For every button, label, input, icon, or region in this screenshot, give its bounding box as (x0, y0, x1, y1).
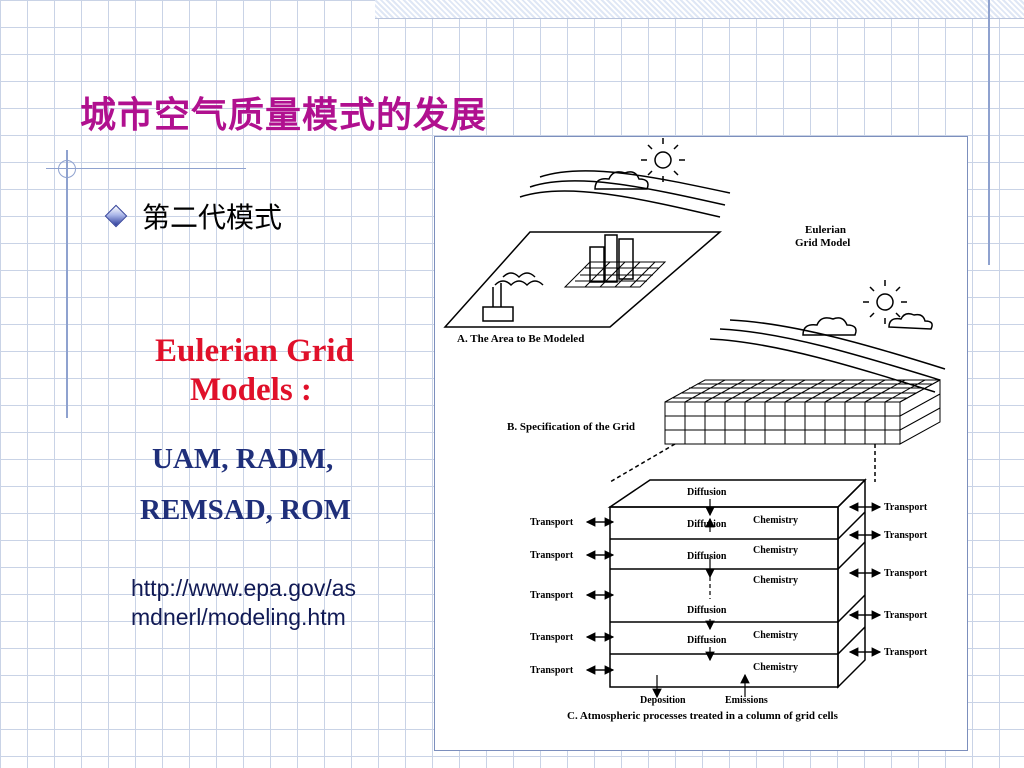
deposition-label: Deposition (640, 695, 686, 706)
figure-model-title-line1: Eulerian (805, 224, 846, 236)
transport-right-1: Transport (884, 502, 928, 513)
models-line1: UAM, RADM, (152, 443, 334, 475)
reference-link-line1[interactable]: http://www.epa.gov/as (131, 575, 357, 601)
transport-left-1: Transport (530, 517, 574, 528)
transport-right-5: Transport (884, 647, 928, 658)
emissions-label: Emissions (725, 695, 768, 706)
sun-icon (641, 138, 685, 182)
model-heading-line1: Eulerian Grid (155, 333, 354, 369)
transport-right-3: Transport (884, 568, 928, 579)
transport-left-4: Transport (530, 632, 574, 643)
diffusion-label-5: Diffusion (687, 635, 727, 646)
panel-c-label: C. Atmospheric processes treated in a co… (567, 710, 839, 722)
transport-right-4: Transport (884, 610, 928, 621)
reference-link-line2[interactable]: mdnerl/modeling.htm (131, 604, 346, 631)
bullet-item: 第二代模式 (104, 196, 283, 236)
figure-model-title-line2: Grid Model (795, 237, 850, 249)
chemistry-label-4: Chemistry (753, 630, 798, 641)
panel-c-column (607, 478, 867, 689)
panel-b-illustration (664, 280, 946, 445)
eulerian-grid-figure: Eulerian Grid Model A. The Area to Be Mo… (434, 136, 968, 751)
title-underline-rule (46, 168, 246, 169)
panel-a-illustration (443, 138, 731, 328)
diffusion-label-3: Diffusion (687, 551, 727, 562)
transport-right-2: Transport (884, 530, 928, 541)
reference-link[interactable]: http://www.epa.gov/as mdnerl/modeling.ht… (131, 574, 431, 633)
chemistry-label-3: Chemistry (753, 575, 798, 586)
transport-left-5: Transport (530, 665, 574, 676)
slide-title: 城市空气质量模式的发展 (80, 94, 488, 136)
bullet-text: 第二代模式 (142, 201, 283, 234)
transport-left-3: Transport (530, 590, 574, 601)
rule-circle-ornament (58, 160, 76, 178)
models-line2: REMSAD, ROM (140, 494, 352, 526)
diffusion-label-1: Diffusion (687, 487, 727, 498)
panel-a-label: A. The Area to Be Modeled (457, 333, 584, 345)
left-vertical-rule (66, 150, 68, 418)
diffusion-label-4: Diffusion (687, 605, 727, 616)
sun-icon-2 (863, 280, 907, 324)
diffusion-label-2: Diffusion (687, 519, 727, 530)
model-heading-line2: Models : (190, 371, 312, 408)
model-heading: Eulerian Grid Models : (155, 332, 405, 410)
diamond-bullet-icon (104, 204, 128, 228)
panel-b-label: B. Specification of the Grid (507, 421, 635, 433)
chemistry-label-5: Chemistry (753, 662, 798, 673)
chemistry-label-1: Chemistry (753, 515, 798, 526)
top-decor-band (375, 0, 1024, 19)
chemistry-label-2: Chemistry (753, 545, 798, 556)
right-vertical-rule (988, 0, 990, 265)
transport-left-2: Transport (530, 550, 574, 561)
